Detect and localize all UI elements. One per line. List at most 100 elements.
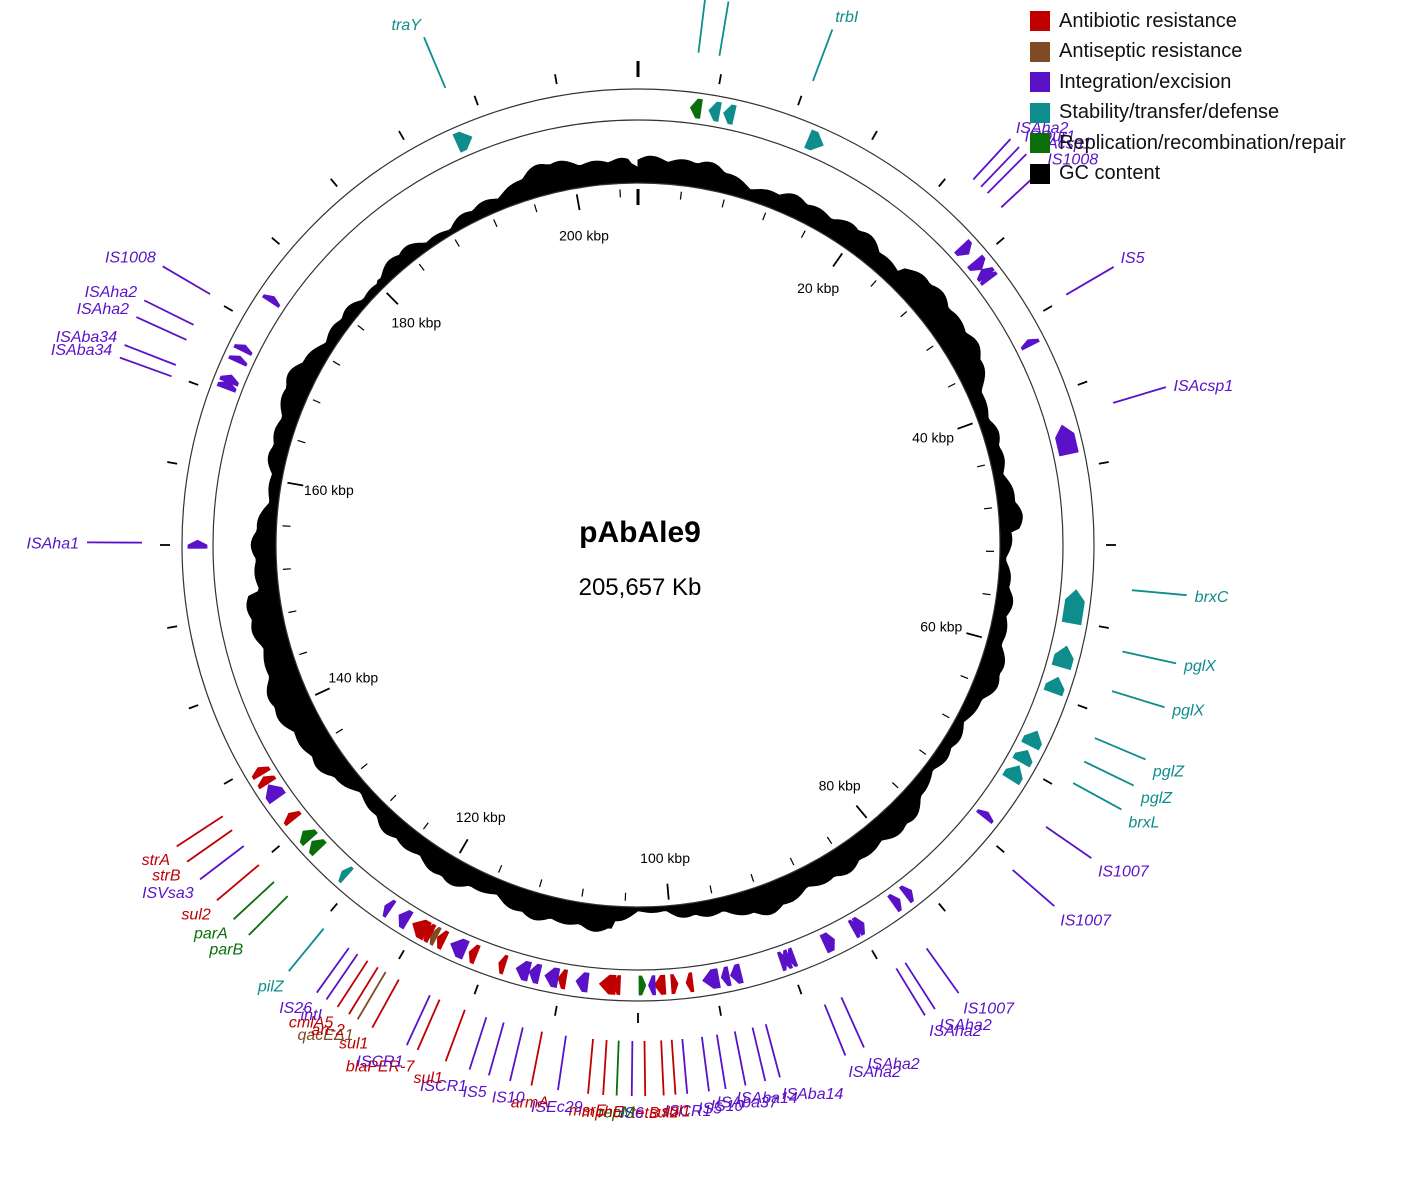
feature-iscr1-arrow — [450, 938, 470, 960]
inner-tick — [832, 252, 843, 268]
label-cmla5: cmlA5 — [289, 1015, 334, 1032]
feature-unnamed-arrow — [689, 98, 703, 119]
feature-inti-arrow — [398, 909, 414, 930]
inner-tick — [870, 280, 877, 287]
leader-pglz — [1094, 737, 1146, 761]
scale-label-20-kbp: 20 kbp — [797, 280, 839, 296]
leader-sul1 — [670, 1039, 677, 1095]
leader-repm — [615, 1040, 620, 1096]
feature-trbi-arrow — [804, 129, 824, 151]
inner-tick — [312, 399, 321, 404]
leader-stra — [176, 815, 224, 848]
legend-swatch-replication — [1030, 133, 1050, 154]
label-pglz: pglZ — [1152, 764, 1185, 781]
legend-swatch-gc — [1030, 163, 1050, 184]
inner-tick — [960, 674, 969, 680]
label-isaba14: ISAba14 — [782, 1086, 843, 1103]
label-pilz: pilZ — [257, 978, 285, 995]
label-blaper-7: blaPER-7 — [346, 1058, 416, 1075]
feature-pglx-arrow — [1043, 676, 1065, 697]
inner-tick — [288, 610, 297, 614]
feature-isaha2-arrow — [819, 934, 832, 954]
label-isaha2: ISAha2 — [85, 284, 138, 301]
feature-is1007-arrow — [976, 809, 994, 824]
outer-tick — [188, 704, 199, 710]
feature-qace-1-arrow — [429, 926, 442, 946]
outer-tick — [1098, 461, 1109, 465]
label-is5: IS5 — [698, 1100, 722, 1117]
inner-tick — [332, 360, 341, 366]
leader-pglx — [1111, 690, 1165, 709]
label-repm: repM — [598, 1105, 635, 1122]
label-isacsp1: ISAcsp1 — [1174, 378, 1234, 395]
feature-pglz-arrow — [1021, 730, 1042, 751]
feature-is1007-arrow — [898, 885, 914, 904]
leader-is26 — [316, 947, 350, 994]
outer-tick — [330, 902, 338, 912]
inner-tick — [891, 782, 899, 789]
inner-tick — [855, 805, 868, 819]
label-isaha2: ISAha2 — [848, 1064, 901, 1081]
label-isaha2: ISAha2 — [929, 1023, 982, 1040]
outer-tick — [1077, 380, 1088, 386]
scale-label-60-kbp: 60 kbp — [920, 618, 962, 634]
leader-qace-1 — [356, 971, 387, 1020]
outer-tick — [871, 130, 878, 141]
outer-tick — [554, 74, 558, 85]
outer-tick — [871, 949, 878, 960]
outer-tick — [271, 845, 281, 853]
inner-tick — [299, 651, 308, 656]
scale-label-180-kbp: 180 kbp — [391, 315, 441, 331]
feature-is5-arrow — [720, 966, 732, 987]
legend-label-antibiotic: Antibiotic resistance — [1059, 9, 1237, 32]
feature-brxl-arrow — [1002, 765, 1023, 786]
scale-label-80-kbp: 80 kbp — [819, 778, 861, 794]
outer-tick — [223, 778, 234, 785]
feature-isvsa3-arrow — [265, 784, 286, 805]
legend-item-replication: Replication/recombination/repair — [1030, 128, 1346, 159]
outer-tick — [718, 1005, 722, 1016]
leader-iscr1 — [406, 994, 431, 1046]
leader-tetb — [643, 1040, 647, 1096]
leader-isaha2 — [823, 1004, 847, 1056]
outer-tick — [797, 95, 803, 106]
label-is10: IS10 — [492, 1090, 525, 1107]
outer-tick — [554, 1005, 558, 1016]
outer-tick — [1042, 305, 1053, 312]
feature-pglz-arrow — [1012, 750, 1033, 768]
inner-tick — [976, 464, 986, 468]
scale-label-100-kbp: 100 kbp — [640, 850, 690, 866]
inner-tick — [982, 593, 991, 596]
feature-tray-arrow — [452, 131, 473, 153]
leader-isaba34 — [119, 356, 172, 378]
leader-arma — [530, 1031, 543, 1086]
label-sul2: sul2 — [181, 907, 210, 924]
feature-is26-arrow — [382, 899, 397, 918]
leader-is1007 — [1045, 826, 1092, 859]
label-isvsa3: ISVsa3 — [142, 885, 194, 902]
inner-tick — [458, 838, 469, 854]
feature-repm-arrow — [638, 975, 647, 996]
outer-tick — [995, 237, 1005, 245]
inner-tick — [335, 728, 343, 734]
outer-tick — [188, 380, 199, 386]
feature-is1007-arrow — [887, 893, 902, 913]
legend-label-antiseptic: Antiseptic resistance — [1059, 40, 1243, 63]
leader-pglx — [1122, 650, 1177, 665]
leader-isaha2 — [840, 997, 865, 1048]
feature-stra-arrow — [251, 766, 271, 781]
leader-isaba34 — [124, 344, 177, 366]
label-isaha1: ISAha1 — [27, 535, 79, 552]
legend-label-integration: Integration/excision — [1059, 70, 1232, 93]
inner-tick — [919, 749, 927, 755]
label-isaba37: ISAba37 — [716, 1094, 778, 1111]
inner-tick — [826, 836, 833, 845]
inner-tick — [493, 219, 498, 228]
feature-iscr1-arrow — [702, 968, 721, 989]
leader-isour1 — [980, 146, 1020, 188]
feature-tetb-arrow — [654, 974, 667, 995]
feature-brxc-arrow — [1061, 589, 1085, 626]
legend-item-stability: Stability/transfer/defense — [1030, 98, 1346, 129]
leader-is10 — [716, 1034, 727, 1090]
